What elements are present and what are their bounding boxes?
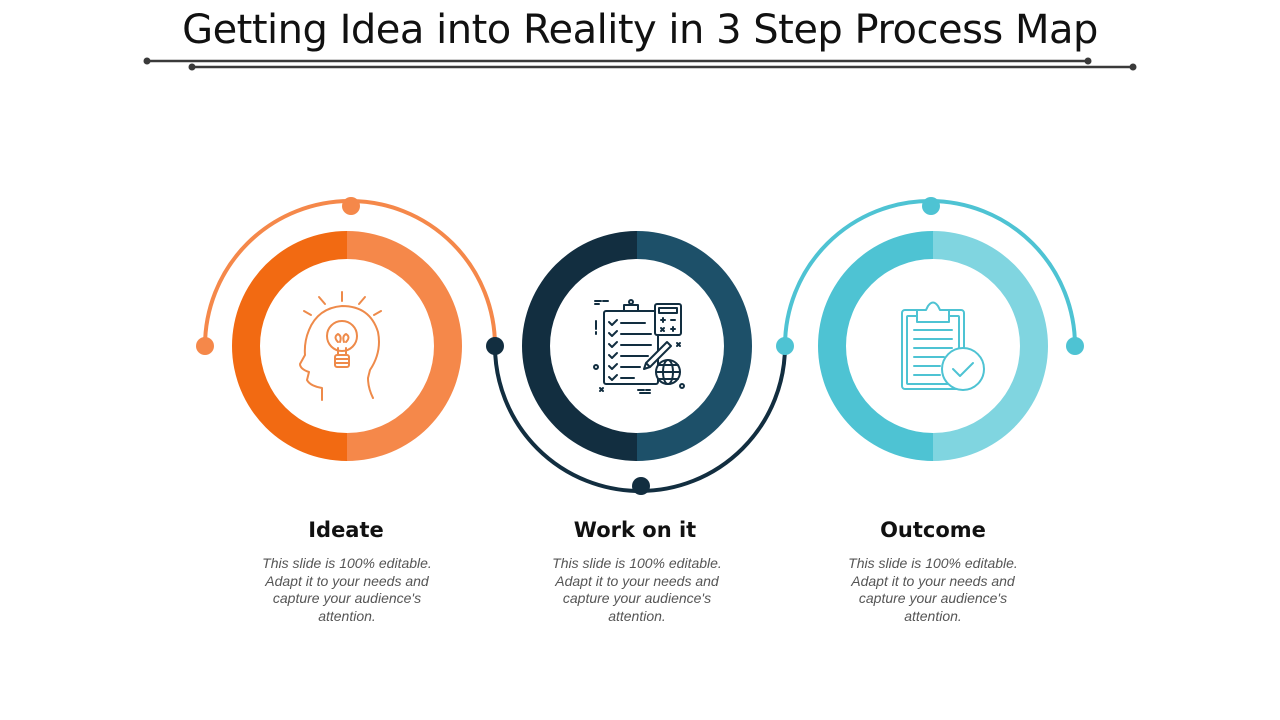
step-2-ring <box>522 231 752 461</box>
step-1-ring <box>232 231 462 461</box>
step-1-description: This slide is 100% editable. Adapt it to… <box>262 555 432 625</box>
slide-title: Getting Idea into Reality in 3 Step Proc… <box>182 7 1098 53</box>
step-2-connector-arc <box>493 345 787 495</box>
arc-node <box>922 197 940 215</box>
step-3-connector-arc <box>783 197 1084 355</box>
step-3-ring <box>818 231 1048 461</box>
checklist-calculator-icon <box>593 299 685 394</box>
head-lightbulb-icon <box>299 291 382 401</box>
arc-node <box>632 477 650 495</box>
clipboard-check-icon <box>901 301 985 391</box>
step-1-title: Ideate <box>308 518 384 542</box>
arc-node <box>486 337 504 355</box>
arc-node <box>196 337 214 355</box>
title-underline <box>143 57 1137 71</box>
arc-node <box>776 337 794 355</box>
step-3-title: Outcome <box>880 518 986 542</box>
step-2-description: This slide is 100% editable. Adapt it to… <box>552 555 722 625</box>
step-3-description: This slide is 100% editable. Adapt it to… <box>848 555 1018 625</box>
step-2-title: Work on it <box>573 518 697 542</box>
arc-node <box>1066 337 1084 355</box>
step-1-connector-arc <box>196 197 497 355</box>
arc-node <box>342 197 360 215</box>
